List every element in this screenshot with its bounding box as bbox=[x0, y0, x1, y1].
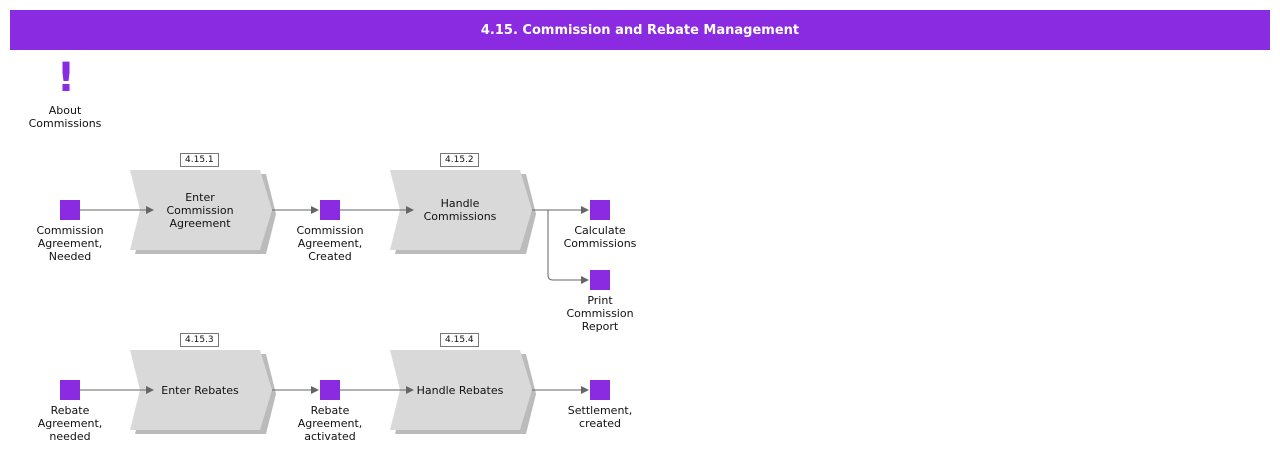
page-title: 4.15. Commission and Rebate Management bbox=[10, 10, 1270, 50]
event-label: Rebate Agreement, needed bbox=[37, 404, 103, 443]
function-enter-rebates[interactable]: Enter Rebates bbox=[161, 383, 239, 397]
event-label: Rebate Agreement, activated bbox=[297, 404, 363, 443]
exclamation-icon[interactable]: ! bbox=[56, 55, 76, 101]
function-number-badge: 4.15.2 bbox=[440, 153, 479, 167]
event-calculate-commissions[interactable] bbox=[590, 200, 610, 220]
function-enter-commission-agreement[interactable]: Enter Commission Agreement bbox=[166, 190, 234, 230]
function-shape-3 bbox=[130, 350, 276, 434]
function-handle-commissions[interactable]: Handle Commissions bbox=[423, 197, 497, 223]
event-rebate-agreement-activated[interactable] bbox=[320, 380, 340, 400]
event-label: Commission Agreement, Created bbox=[296, 224, 364, 263]
event-label: Commission Agreement, Needed bbox=[36, 224, 104, 263]
event-commission-agreement-created[interactable] bbox=[320, 200, 340, 220]
event-label: Calculate Commissions bbox=[563, 224, 637, 250]
function-shape-4 bbox=[390, 350, 536, 434]
function-number-badge: 4.15.3 bbox=[180, 333, 219, 347]
event-settlement-created[interactable] bbox=[590, 380, 610, 400]
function-handle-rebates[interactable]: Handle Rebates bbox=[416, 383, 504, 397]
event-label: Settlement, created bbox=[567, 404, 633, 430]
event-rebate-agreement-needed[interactable] bbox=[60, 380, 80, 400]
event-commission-agreement-needed[interactable] bbox=[60, 200, 80, 220]
event-print-commission-report[interactable] bbox=[590, 270, 610, 290]
connector bbox=[547, 210, 589, 284]
event-label: Print Commission Report bbox=[566, 294, 634, 333]
about-label[interactable]: About Commissions bbox=[28, 104, 102, 130]
function-shape-2 bbox=[390, 170, 536, 254]
function-number-badge: 4.15.1 bbox=[180, 153, 219, 167]
function-number-badge: 4.15.4 bbox=[440, 333, 479, 347]
function-shape-1 bbox=[130, 170, 276, 254]
